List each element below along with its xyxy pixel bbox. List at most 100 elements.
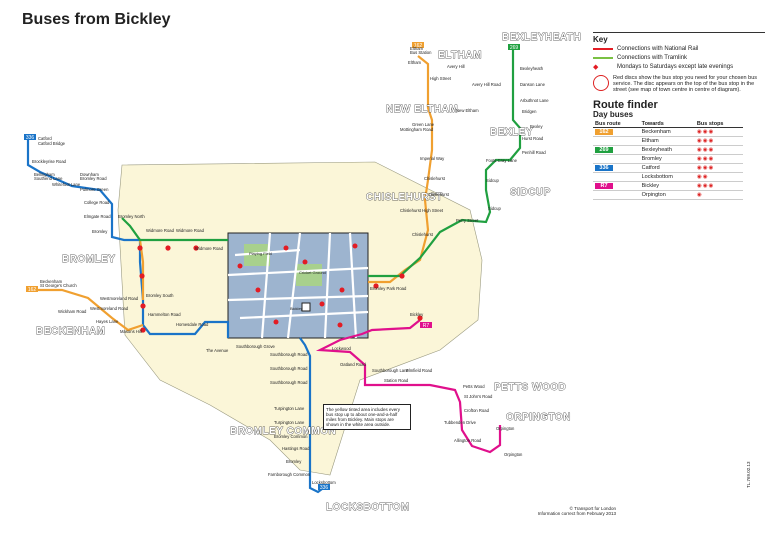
street-grid: [227, 232, 369, 339]
stop-label: Chislehurst: [424, 176, 446, 181]
stop-label: Bromley South: [146, 293, 174, 298]
town-centre-stops: [237, 243, 358, 328]
stop-label: Chislehurst: [428, 192, 450, 197]
area-chislehurst: CHISLEHURST: [366, 192, 443, 203]
towards-cell: Eltham: [639, 136, 695, 146]
key-info: Red discs show the bus stop you need for…: [593, 75, 765, 93]
stop-label: Turpington Lane: [274, 406, 305, 411]
stop-label: Chislehurst High Street: [400, 208, 444, 213]
stop-label: Bromley North: [118, 214, 145, 219]
stop-label: Elmfield Road: [406, 368, 433, 373]
stop-label: Westmoreland Road: [90, 306, 129, 311]
key-item-label: Connections with National Rail: [617, 45, 699, 52]
area-petts-wood: PETTS WOOD: [494, 382, 566, 393]
stop-label: Arbuthnot Lane: [520, 98, 549, 103]
stop-label: Avery Hill Road: [472, 82, 501, 87]
route-finder-title: Route finder: [593, 99, 658, 111]
route-cell: 336: [593, 163, 640, 173]
area-eltham: ELTHAM: [438, 50, 482, 61]
stop-label: Beckenham: [40, 279, 63, 284]
col-bus-stops: Bus stops: [694, 121, 743, 128]
key-item-tram: Connections with Tramlink: [593, 53, 765, 62]
stop-label: Hurst Road: [522, 136, 544, 141]
route-badge: 336: [595, 165, 613, 171]
area-beckenham: BECKENHAM: [36, 326, 106, 337]
stop-label: Bickley: [410, 312, 424, 317]
stop-label: Southborough Grove: [236, 344, 276, 349]
stop-label: Whitefoot Lane: [52, 182, 81, 187]
route-badge: 269: [595, 147, 613, 153]
col-towards: Towards: [639, 121, 695, 128]
key-item-label: Connections with Tramlink: [617, 54, 688, 61]
route-cell: [593, 136, 640, 146]
stop-label: Downham: [80, 172, 99, 177]
key-heading: Key: [593, 32, 765, 44]
route-162-line: [38, 55, 434, 332]
stop-label: Penhill Road: [522, 150, 546, 155]
playing-field-label: Playing Field: [249, 251, 272, 256]
route-badge: 162: [595, 129, 613, 135]
stop-label: Chislehurst: [412, 232, 434, 237]
stop-label: Bexley: [530, 124, 543, 129]
key-item-hours: ◆ Mondays to Saturdays except late eveni…: [593, 62, 765, 71]
stop-label: Oatland Road: [340, 362, 367, 367]
stop-label: Imperial Way: [420, 156, 445, 161]
towards-cell: Bexleyheath: [639, 145, 695, 155]
route-269-line: [121, 48, 522, 278]
stop-label: Eltham: [410, 46, 424, 51]
stop-label: Sidcup: [488, 206, 501, 211]
stop-label: Catford: [38, 136, 52, 141]
catchment-notice: The yellow tinted area includes every bu…: [323, 404, 411, 430]
stop-label: Westmoreland Road: [100, 296, 139, 301]
stop-label: Widmore Road: [176, 228, 205, 233]
route-badge: R7: [595, 183, 613, 189]
stop-label: Widmore Road: [195, 246, 224, 251]
route-R7-line: [315, 319, 502, 454]
area-bexley: BEXLEY: [490, 127, 533, 138]
stop-label: Station Road: [384, 378, 409, 383]
key-item-rail: Connections with National Rail: [593, 44, 765, 53]
bickley-station-label: Bickley: [290, 306, 303, 311]
route-tags: 336 162 269 336 R7 162: [24, 42, 520, 491]
route-tag-336-bottom: 336: [320, 485, 329, 491]
star-icon: ◆: [593, 63, 599, 71]
stop-label: Sidcup: [486, 178, 499, 183]
route-cell: [593, 190, 640, 200]
stop-label: Petts Wood: [463, 384, 485, 389]
key-item-label: Mondays to Saturdays except late evening…: [617, 63, 734, 70]
copyright-line: © Transport for London: [569, 506, 616, 511]
bus-stops-cell: ◉◉◉: [694, 145, 743, 155]
stop-label: St George's Church: [40, 283, 77, 288]
stop-label: Bromley Road: [80, 176, 107, 181]
stop-label: Widmore Road: [146, 228, 175, 233]
area-bromley-common: BROMLEY COMMON: [230, 426, 336, 437]
stop-label: Allington Road: [454, 438, 482, 443]
stop-label: St John's Road: [464, 394, 493, 399]
route-stops: [137, 245, 423, 333]
national-rail-icon: [593, 47, 613, 50]
towards-cell: Bromley: [639, 154, 695, 164]
copyright: © Transport for London Information corre…: [496, 506, 616, 516]
stop-label: Bexleyheath: [520, 66, 544, 71]
stop-label: The Avenue: [206, 348, 229, 353]
stop-label: Southend Lane: [34, 176, 63, 181]
area-bromley: BROMLEY: [62, 254, 116, 265]
bus-stop-disc-icon: [593, 75, 609, 91]
route-cell: 162: [593, 127, 640, 137]
bus-stops-cell: ◉◉◉: [694, 136, 743, 146]
area-labels: ELTHAM BEXLEYHEATH NEW ELTHAM BEXLEY SID…: [36, 32, 581, 514]
route-finder-subtitle: Day buses: [593, 110, 634, 119]
side-code: TL.769.02.13: [746, 461, 751, 488]
towards-cell: Beckenham: [639, 127, 695, 137]
stop-label: New Eltham: [456, 108, 479, 113]
stop-label: Bromley: [92, 229, 108, 234]
stop-label: Pulmore Green: [80, 187, 109, 192]
stop-label: Wickham Road: [58, 309, 87, 314]
route-tag-336-top: 336: [26, 135, 35, 141]
stop-label: Bridgen: [522, 109, 537, 114]
stop-label: Mottingham Road: [400, 127, 434, 132]
area-locksbottom: LOCKSBOTTOM: [326, 502, 410, 513]
